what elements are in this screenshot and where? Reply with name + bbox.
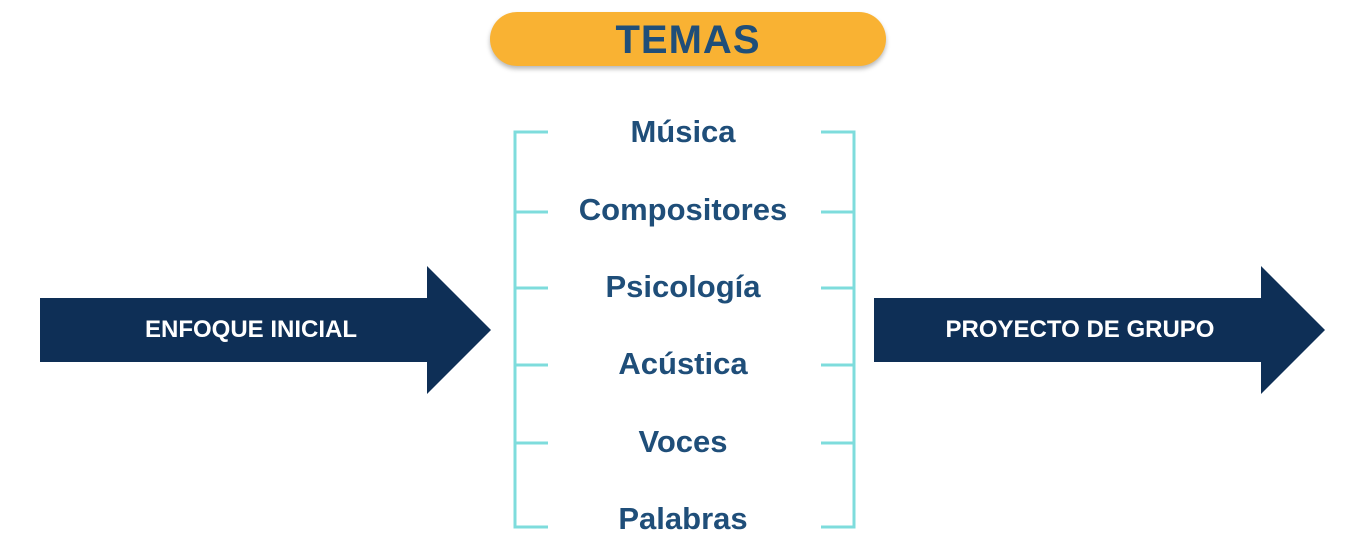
title-pill: TEMAS [490, 12, 886, 66]
topic-voces: Voces [638, 424, 728, 459]
right-arrow-label: PROYECTO DE GRUPO [945, 316, 1215, 343]
topic-musica: Música [630, 114, 736, 149]
topic-compositores: Compositores [578, 192, 788, 227]
left-arrow: ENFOQUE INICIAL [40, 266, 492, 394]
left-arrow-label: ENFOQUE INICIAL [144, 316, 357, 343]
topic-acustica: Acústica [618, 346, 748, 381]
topic-psicologia: Psicología [605, 269, 761, 304]
right-arrow-shape [874, 266, 1325, 394]
right-arrow: PROYECTO DE GRUPO [874, 266, 1326, 394]
topic-palabras: Palabras [618, 501, 748, 536]
page-title: TEMAS [615, 18, 761, 62]
left-arrow-shape [40, 266, 491, 394]
